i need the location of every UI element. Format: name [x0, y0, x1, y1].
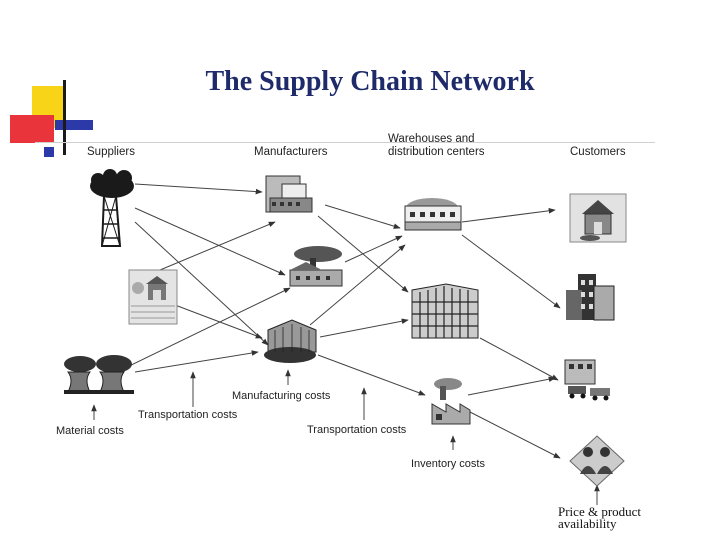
arrow-supplier1-manufacturer3	[134, 221, 269, 346]
deco-blue-block	[44, 147, 54, 157]
column-label-manufacturers: Manufacturers	[254, 146, 328, 158]
arrow-warehouse2-customer3	[479, 337, 559, 381]
material-costs-label: Material costs	[56, 425, 124, 437]
oil-derrick-icon	[90, 169, 134, 247]
office-complex-icon	[264, 319, 317, 363]
shop-icon	[564, 359, 610, 401]
factory-icon	[265, 175, 313, 213]
arrow-warehouse1-customer1	[461, 208, 556, 223]
arrow-warehouse1-customer2	[461, 234, 561, 309]
deco-vertical-line	[63, 80, 66, 155]
arrow-manufacturer1-warehouse1	[324, 204, 401, 229]
arrow-supplier3-manufacturer3	[134, 350, 259, 373]
arrow-supplier2-manufacturer3	[174, 304, 263, 339]
storage-facility-icon	[431, 378, 471, 425]
inventory-costs-label: Inventory costs	[411, 458, 485, 470]
page-title: The Supply Chain Network	[205, 66, 535, 97]
arrow-manufacturer2-warehouse1	[344, 235, 403, 263]
transportation-costs-label-1: Transportation costs	[138, 409, 238, 421]
arrow-manufacturer3-warehouse2	[319, 318, 409, 338]
arrow-manufacturer3-warehouse3	[317, 354, 426, 396]
column-label-suppliers: Suppliers	[87, 146, 135, 158]
distribution-center-icon	[411, 283, 479, 339]
transportation-costs-label-2: Transportation costs	[307, 424, 407, 436]
power-plant-icon	[64, 355, 134, 394]
store-building-icon	[566, 274, 615, 321]
manufacturing-costs-label: Manufacturing costs	[232, 390, 331, 402]
house-icon	[569, 193, 627, 243]
arrow-supplier1-manufacturer1	[134, 183, 263, 195]
deco-blue-bar	[55, 120, 93, 130]
price-availability-label: Price & product availability	[558, 504, 642, 531]
column-label-customers: Customers	[570, 146, 626, 158]
warehouse-icon	[404, 198, 462, 231]
smoking-factory-icon	[289, 246, 343, 287]
column-label-warehouses: Warehouses and distribution centers	[388, 133, 485, 158]
arrow-supplier3-manufacturer2	[124, 287, 291, 369]
arrow-warehouse3-customer3	[467, 376, 556, 396]
deco-red-square	[10, 115, 54, 143]
arrow-warehouse3-customer4	[469, 411, 561, 459]
arrow-manufacturer3-warehouse1	[309, 244, 406, 326]
customers-people-icon	[569, 435, 625, 487]
deco-horizontal-line	[35, 142, 655, 143]
arrow-supplier1-manufacturer2	[134, 207, 286, 276]
arrow-supplier2-manufacturer1	[159, 221, 276, 271]
farm-icon	[128, 269, 178, 325]
